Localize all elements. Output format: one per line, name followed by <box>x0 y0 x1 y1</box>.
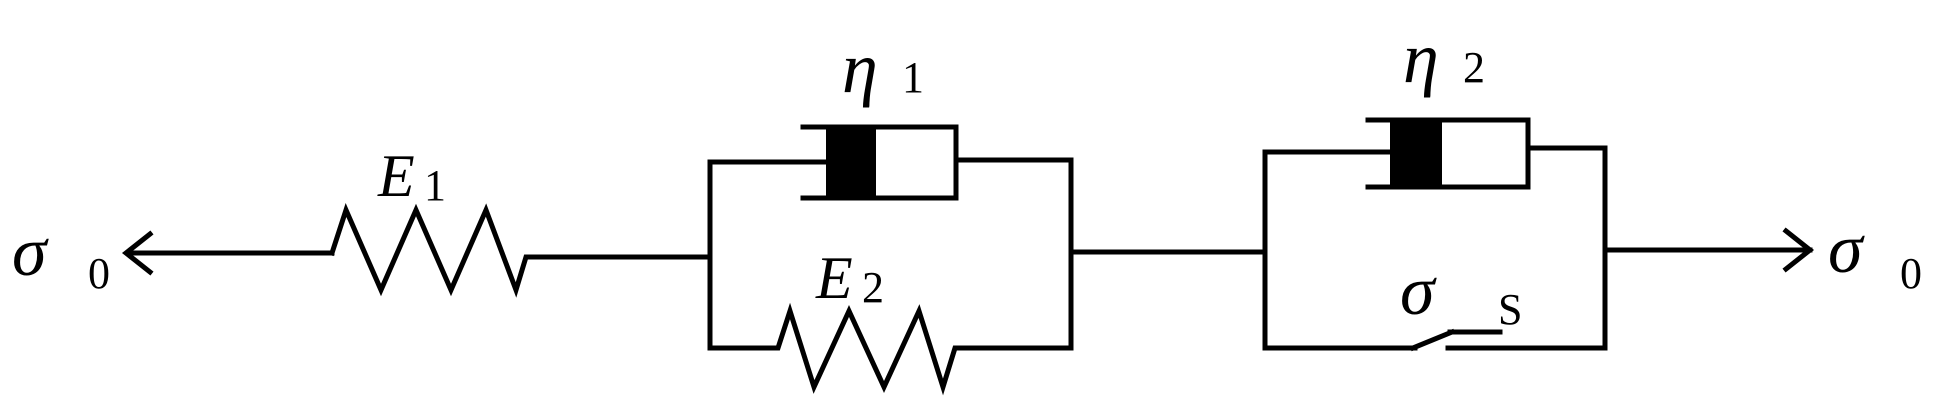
spring-e2 <box>707 302 1074 396</box>
eta2-label: η <box>1403 18 1439 98</box>
slider-element <box>1262 328 1608 352</box>
left-stress-arrow <box>121 230 335 276</box>
right-stress-arrow <box>1602 227 1815 273</box>
e1-subscript: 1 <box>424 161 446 210</box>
sigma-left-label: σ <box>12 214 49 291</box>
sigma-right-label: σ <box>1828 211 1865 288</box>
dashpot-eta2 <box>1365 117 1531 190</box>
sigma-right-subscript: 0 <box>1900 249 1922 298</box>
dashpot-eta1 <box>800 124 959 201</box>
e2-label: E <box>815 245 853 311</box>
sigma-left-subscript: 0 <box>88 249 110 298</box>
e2-subscript: 2 <box>862 263 884 312</box>
sigma-s-subscript: S <box>1498 285 1522 334</box>
eta2-subscript: 2 <box>1463 43 1485 92</box>
eta1-label: η <box>842 28 878 108</box>
e1-label: E <box>377 143 415 209</box>
spring-e1 <box>328 202 713 298</box>
kelvin-block-1 <box>707 157 1074 351</box>
eta1-subscript: 1 <box>902 53 924 102</box>
sigma-s-label: σ <box>1400 253 1437 330</box>
